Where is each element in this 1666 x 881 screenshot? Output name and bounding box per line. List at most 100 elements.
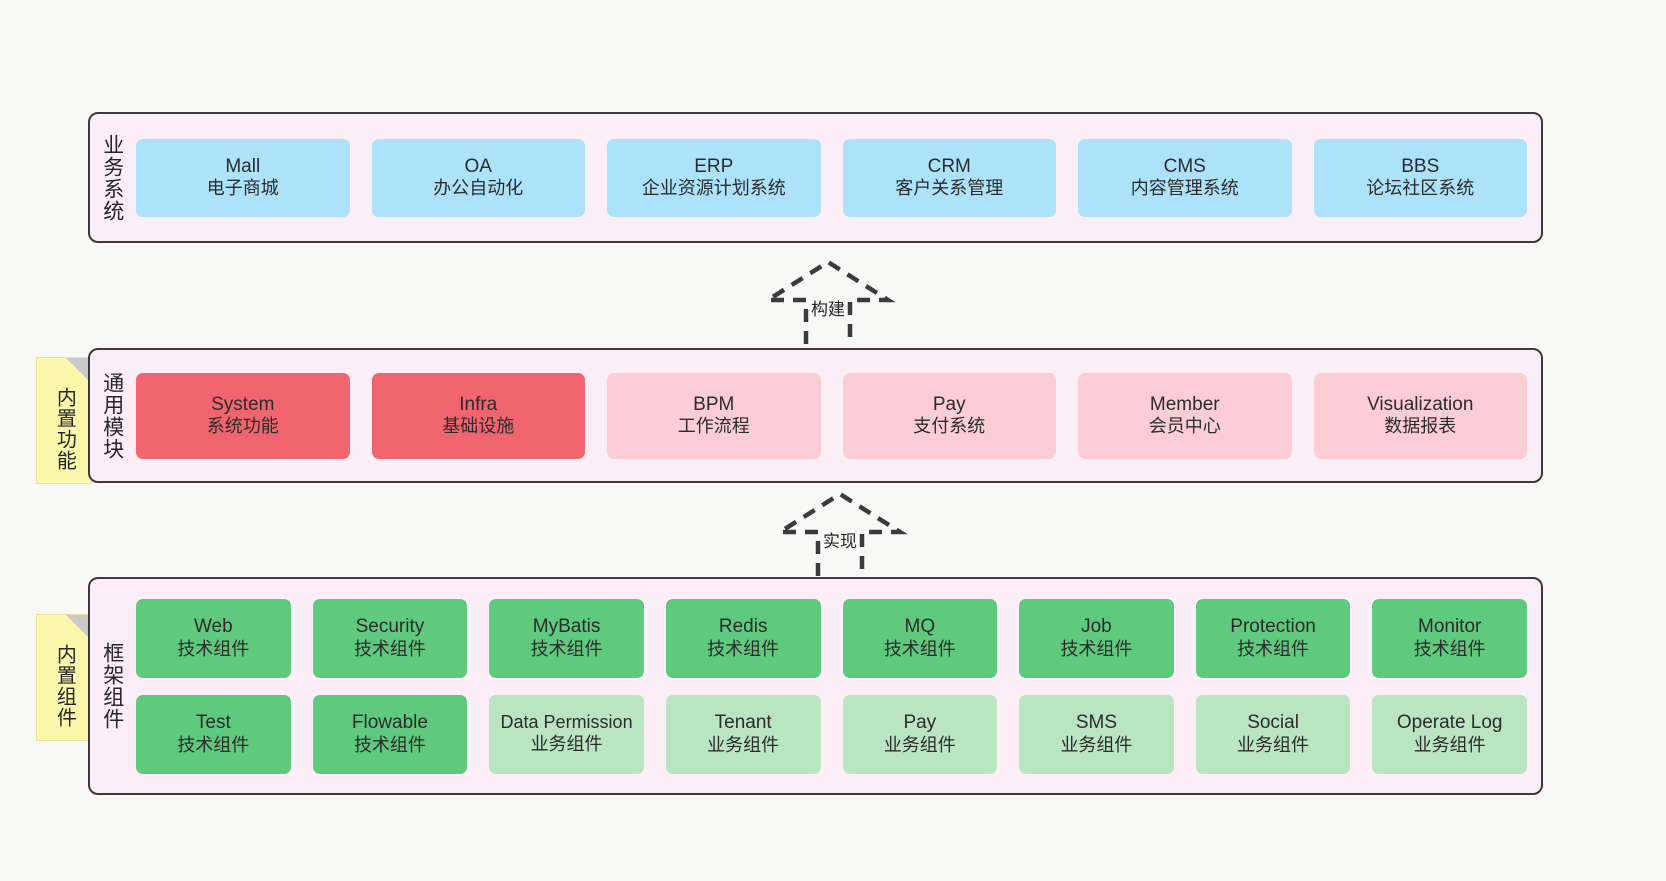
card-subtitle: 业务组件 <box>1237 734 1310 755</box>
card-operate-log[interactable]: Operate Log 业务组件 <box>1372 694 1527 774</box>
card-title: OA <box>464 155 492 177</box>
card-subtitle: 会员中心 <box>1148 416 1221 437</box>
card-subtitle: 技术组件 <box>1237 638 1310 659</box>
layer-common-module: 通用模块 System 系统功能 Infra 基础设施 BPM 工作流程 Pay… <box>88 348 1543 483</box>
card-subtitle: 技术组件 <box>353 638 426 659</box>
layer-common-module-title: 通用模块 <box>100 371 124 460</box>
card-oa[interactable]: OA 办公自动化 <box>371 138 585 217</box>
card-subtitle: 电子商城 <box>206 178 279 199</box>
card-subtitle: 业务组件 <box>1413 734 1486 755</box>
card-tenant[interactable]: Tenant 业务组件 <box>665 694 821 774</box>
card-mq[interactable]: MQ 技术组件 <box>842 598 998 678</box>
note-builtin-feature-label: 内置功能 <box>53 386 76 471</box>
card-subtitle: 企业资源计划系统 <box>641 178 786 199</box>
card-title: Job <box>1081 616 1112 638</box>
connector-implement-arrow: 实现 <box>770 490 910 580</box>
card-subtitle: 办公自动化 <box>433 178 524 199</box>
card-mall[interactable]: Mall 电子商城 <box>136 138 350 217</box>
card-subtitle: 业务组件 <box>1060 734 1133 755</box>
card-subtitle: 技术组件 <box>1413 638 1486 659</box>
card-title: Redis <box>718 616 768 638</box>
card-mybatis[interactable]: MyBatis 技术组件 <box>489 598 644 678</box>
card-pay-component[interactable]: Pay 业务组件 <box>842 694 998 774</box>
card-data-permission[interactable]: Data Permission 业务组件 <box>489 694 644 774</box>
card-title: Mall <box>225 155 261 177</box>
card-title: Web <box>193 616 233 638</box>
card-title: Infra <box>459 393 498 415</box>
card-subtitle: 业务组件 <box>707 734 780 755</box>
card-title: MyBatis <box>532 616 601 638</box>
card-subtitle: 系统功能 <box>206 416 279 437</box>
card-member[interactable]: Member 会员中心 <box>1078 372 1292 459</box>
card-social[interactable]: Social 业务组件 <box>1195 694 1351 774</box>
connector-implement-label: 实现 <box>823 532 857 551</box>
card-subtitle: 客户关系管理 <box>895 178 1004 199</box>
card-subtitle: 数据报表 <box>1384 416 1457 437</box>
card-subtitle: 基础设施 <box>442 416 515 437</box>
card-flowable[interactable]: Flowable 技术组件 <box>312 694 468 774</box>
card-redis[interactable]: Redis 技术组件 <box>665 598 821 678</box>
card-crm[interactable]: CRM 客户关系管理 <box>842 138 1056 217</box>
framework-tech-card-row: Web 技术组件 Security 技术组件 MyBatis 技术组件 Redi… <box>136 598 1527 678</box>
layer-framework-component: 框架组件 Web 技术组件 Security 技术组件 MyBatis 技术组件… <box>88 577 1543 795</box>
card-subtitle: 内容管理系统 <box>1130 178 1239 199</box>
card-title: Member <box>1149 393 1220 415</box>
layer-business-system-title: 业务系统 <box>100 133 124 222</box>
card-web[interactable]: Web 技术组件 <box>136 598 291 678</box>
layer-common-module-body: System 系统功能 Infra 基础设施 BPM 工作流程 Pay 支付系统… <box>134 350 1541 481</box>
card-subtitle: 技术组件 <box>530 638 603 659</box>
card-title: CRM <box>927 155 971 177</box>
card-test[interactable]: Test 技术组件 <box>136 694 291 774</box>
card-sms[interactable]: SMS 业务组件 <box>1019 694 1174 774</box>
card-job[interactable]: Job 技术组件 <box>1019 598 1174 678</box>
connector-build-arrow: 构建 <box>758 258 898 348</box>
card-subtitle: 技术组件 <box>707 638 780 659</box>
card-title: SMS <box>1075 712 1118 734</box>
card-subtitle: 技术组件 <box>353 734 426 755</box>
card-erp[interactable]: ERP 企业资源计划系统 <box>607 138 821 217</box>
card-monitor[interactable]: Monitor 技术组件 <box>1372 598 1527 678</box>
card-title: Operate Log <box>1396 712 1503 734</box>
card-title: Monitor <box>1418 616 1482 638</box>
card-title: Protection <box>1230 616 1316 638</box>
business-system-card-row: Mall 电子商城 OA 办公自动化 ERP 企业资源计划系统 CRM 客户关系… <box>136 138 1527 217</box>
card-subtitle: 技术组件 <box>177 638 250 659</box>
layer-business-system-body: Mall 电子商城 OA 办公自动化 ERP 企业资源计划系统 CRM 客户关系… <box>134 114 1541 241</box>
card-protection[interactable]: Protection 技术组件 <box>1195 598 1351 678</box>
card-title: Flowable <box>351 712 428 734</box>
layer-business-system: 业务系统 Mall 电子商城 OA 办公自动化 ERP 企业资源计划系统 CRM… <box>88 112 1543 243</box>
card-title: Data Permission <box>500 712 633 733</box>
layer-framework-component-body: Web 技术组件 Security 技术组件 MyBatis 技术组件 Redi… <box>134 579 1541 793</box>
note-builtin-feature: 内置功能 <box>36 357 92 484</box>
card-visualization[interactable]: Visualization 数据报表 <box>1313 372 1527 459</box>
card-subtitle: 技术组件 <box>883 638 956 659</box>
card-cms[interactable]: CMS 内容管理系统 <box>1078 138 1292 217</box>
card-pay[interactable]: Pay 支付系统 <box>842 372 1056 459</box>
card-title: ERP <box>694 155 734 177</box>
framework-biz-card-row: Test 技术组件 Flowable 技术组件 Data Permission … <box>136 694 1527 774</box>
card-title: CMS <box>1163 155 1206 177</box>
note-builtin-component-label: 内置组件 <box>53 643 76 728</box>
card-security[interactable]: Security 技术组件 <box>312 598 468 678</box>
card-bpm[interactable]: BPM 工作流程 <box>607 372 821 459</box>
card-title: Test <box>195 712 231 734</box>
card-subtitle: 支付系统 <box>913 416 986 437</box>
card-title: Visualization <box>1367 393 1474 415</box>
card-title: Social <box>1247 712 1299 734</box>
card-infra[interactable]: Infra 基础设施 <box>371 372 585 459</box>
card-subtitle: 工作流程 <box>677 416 750 437</box>
card-title: BPM <box>693 393 735 415</box>
card-title: Pay <box>903 712 937 734</box>
connector-build-label: 构建 <box>811 300 845 319</box>
card-system[interactable]: System 系统功能 <box>136 372 350 459</box>
card-subtitle: 业务组件 <box>530 734 603 754</box>
layer-framework-component-title: 框架组件 <box>100 642 124 730</box>
card-title: System <box>211 393 275 415</box>
card-subtitle: 技术组件 <box>1060 638 1133 659</box>
card-subtitle: 业务组件 <box>883 734 956 755</box>
card-title: MQ <box>904 616 936 638</box>
card-title: BBS <box>1401 155 1440 177</box>
card-bbs[interactable]: BBS 论坛社区系统 <box>1313 138 1527 217</box>
card-subtitle: 技术组件 <box>177 734 250 755</box>
